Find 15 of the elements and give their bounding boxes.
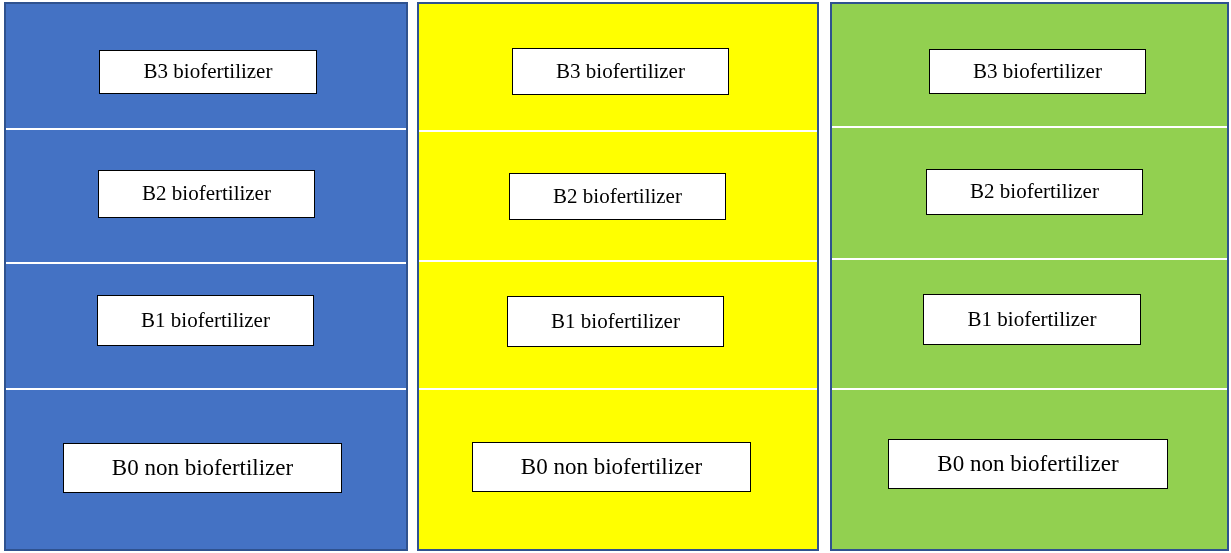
label-box: B2 biofertilizer bbox=[926, 169, 1143, 215]
field-panel bbox=[4, 2, 408, 551]
label-box: B0 non biofertilizer bbox=[63, 443, 342, 493]
label-box: B1 biofertilizer bbox=[923, 294, 1141, 345]
label-box: B0 non biofertilizer bbox=[888, 439, 1168, 489]
label-box: B2 biofertilizer bbox=[509, 173, 726, 220]
label-box: B0 non biofertilizer bbox=[472, 442, 751, 492]
label-box: B1 biofertilizer bbox=[97, 295, 314, 346]
label-box: B3 biofertilizer bbox=[512, 48, 729, 95]
field-panel bbox=[830, 2, 1229, 551]
label-box: B1 biofertilizer bbox=[507, 296, 724, 347]
label-box: B3 biofertilizer bbox=[99, 50, 317, 94]
label-box: B3 biofertilizer bbox=[929, 49, 1146, 94]
label-box: B2 biofertilizer bbox=[98, 170, 315, 218]
field-panel bbox=[417, 2, 819, 551]
